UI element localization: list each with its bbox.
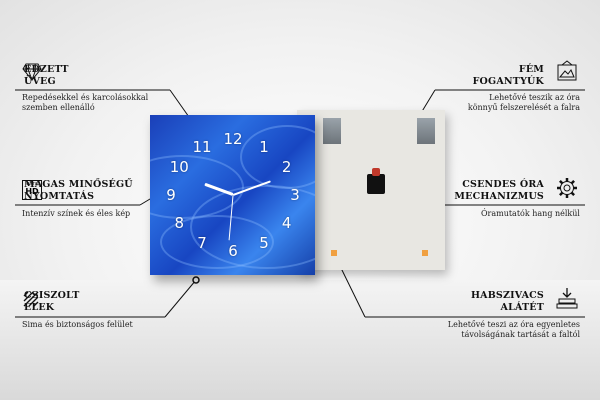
clock-numeral: 6 [228,241,238,260]
clock-numeral: 8 [174,213,185,232]
clock-numeral: 4 [281,213,292,232]
metal-handle-left [323,118,341,144]
clock-numeral: 7 [197,234,207,253]
clock-numeral: 1 [259,137,269,156]
clock-numeral: 11 [192,137,212,156]
sandpaper-icon [23,291,39,307]
clock-numeral: 10 [169,158,189,177]
clock-numeral: 9 [166,186,176,204]
feature-mechanism-desc: Óramutatók hang nélkül [480,209,580,218]
wall-mount-icon [556,288,578,309]
clock-numeral: 12 [223,130,243,149]
metal-handle-right [417,118,435,144]
clock-mechanism [367,168,385,194]
picture-hanger-icon [557,60,577,81]
floor-gradient [0,280,600,400]
gear-icon [557,178,577,198]
feature-edges-desc: Sima és biztonságos felület [22,320,133,329]
clock-numeral: 5 [259,234,269,253]
clock-numeral: 2 [281,158,292,177]
feature-print-desc: Intenzív színek és éles kép [22,209,131,218]
clock-back-panel [297,110,445,270]
diamond-icon [22,63,42,81]
foam-pad-left [331,250,337,256]
ultra-hd-icon: ultra HD [22,180,42,200]
clock-numeral: 3 [290,186,300,204]
foam-pad-right [422,250,428,256]
